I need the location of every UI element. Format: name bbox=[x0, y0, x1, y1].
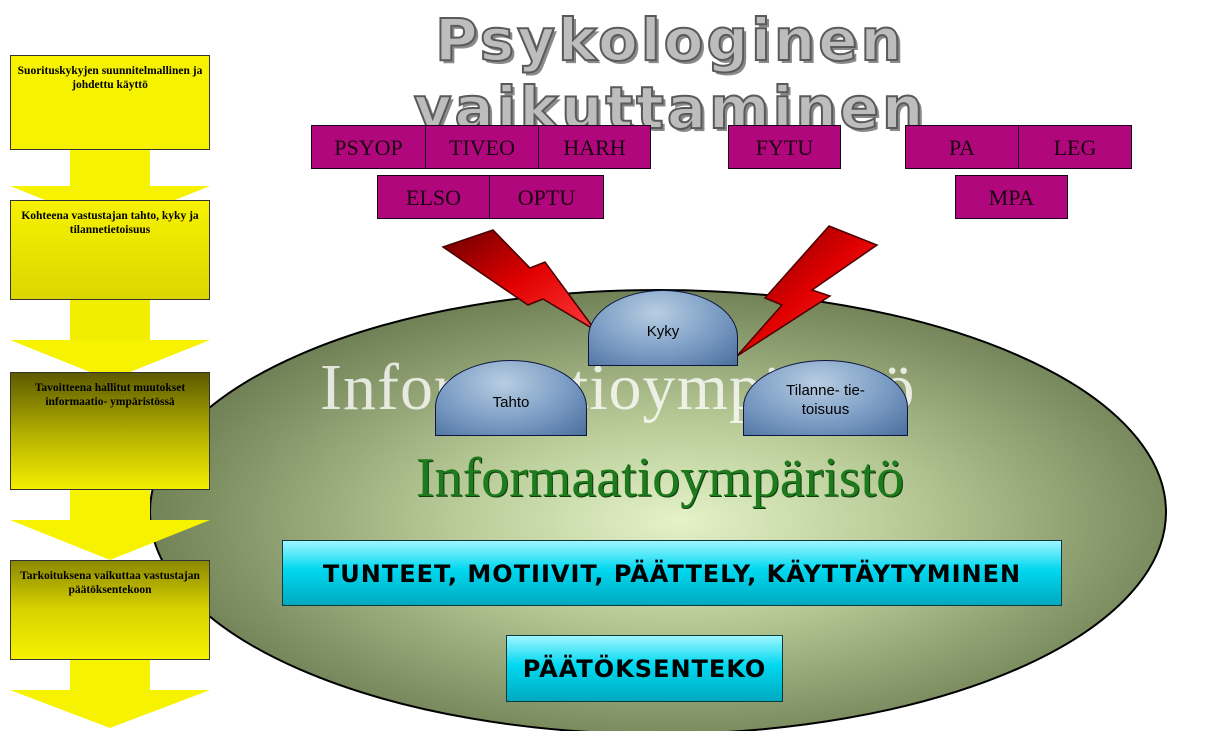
box-leg: LEG bbox=[1018, 125, 1132, 169]
dome-tilannetietoisuus: Tilanne- tie- toisuus bbox=[743, 360, 908, 436]
box-fytu: FYTU bbox=[728, 125, 841, 169]
dome-tahto: Tahto bbox=[435, 360, 587, 436]
step-text-1: Suorituskykyjen suunnitelmallinen ja joh… bbox=[10, 55, 210, 150]
box-pa: PA bbox=[905, 125, 1019, 169]
box-optu: OPTU bbox=[489, 175, 604, 219]
box-mpa: MPA bbox=[955, 175, 1068, 219]
page-title: Psykologinen vaikuttaminen bbox=[413, 5, 927, 143]
box-harh: HARH bbox=[538, 125, 651, 169]
box-elso: ELSO bbox=[377, 175, 490, 219]
step-text-4: Tarkoituksena vaikuttaa vastustajan päät… bbox=[10, 560, 210, 660]
dome-tilanne-label-1: Tilanne- tie- bbox=[786, 382, 865, 399]
step-text-3: Tavoitteena hallitut muutokset informaat… bbox=[10, 372, 210, 490]
lightning-bolt-icon bbox=[736, 225, 879, 357]
box-psyop: PSYOP bbox=[311, 125, 426, 169]
dome-tahto-label: Tahto bbox=[492, 393, 530, 411]
down-arrow-icon bbox=[10, 690, 210, 728]
behavior-box: TUNTEET, MOTIIVIT, PÄÄTTELY, KÄYTTÄYTYMI… bbox=[282, 540, 1062, 606]
decision-box: PÄÄTÖKSENTEKO bbox=[506, 635, 783, 702]
lightning-bolt-icon bbox=[441, 229, 596, 331]
dome-kyky: Kyky bbox=[588, 290, 738, 366]
dome-tilanne-label-2: toisuus bbox=[801, 401, 850, 418]
down-arrow-icon bbox=[10, 520, 210, 560]
box-tiveo: TIVEO bbox=[425, 125, 539, 169]
ellipse-main-label: Informaatioympäristö bbox=[415, 447, 905, 509]
dome-kyky-label: Kyky bbox=[646, 322, 680, 340]
step-text-2: Kohteena vastustajan tahto, kyky ja tila… bbox=[10, 200, 210, 300]
